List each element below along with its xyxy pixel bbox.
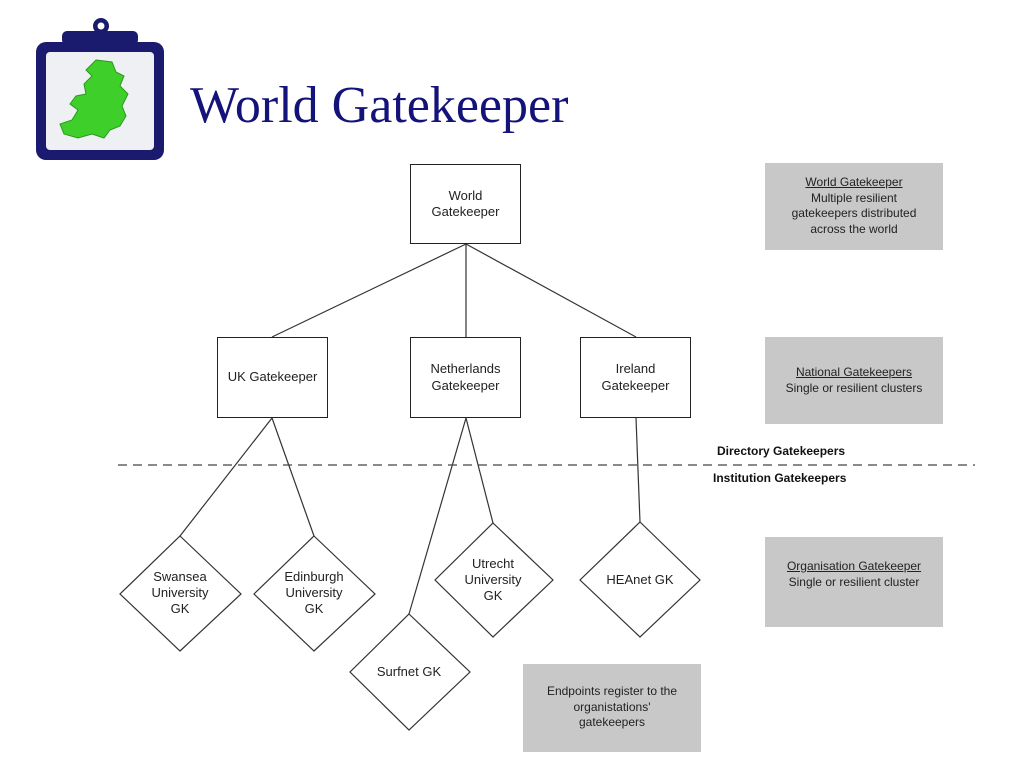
national-note-heading: National Gatekeepers (795, 365, 913, 379)
directory-gatekeepers-label: Directory Gatekeepers (717, 444, 846, 458)
edge-world-uk (271, 243, 467, 338)
heanet-label: HEAnet GK (606, 571, 674, 587)
uk-gatekeeper-label: UK Gatekeeper (227, 369, 318, 385)
edge-world-ireland (465, 243, 637, 338)
organisation-note-body: Single or resilient cluster (788, 574, 920, 589)
edge-uk-edinburgh (271, 417, 315, 537)
surfnet-diamond (349, 613, 471, 731)
edge-netherlands-utrecht (465, 417, 494, 524)
world-gatekeeper-node: World Gatekeeper (410, 164, 521, 244)
swansea-label: Swansea University GK (151, 568, 209, 617)
edge-ireland-heanet (635, 417, 641, 523)
national-gatekeepers-note: National Gatekeepers Single or resilient… (765, 337, 943, 424)
world-note-body: Multiple resilient gatekeepers distribut… (791, 190, 917, 236)
world-gatekeeper-label: World Gatekeeper (431, 187, 500, 219)
swansea-diamond (119, 535, 242, 652)
ireland-gatekeeper-node: Ireland Gatekeeper (580, 337, 691, 418)
edge-netherlands-surfnet (408, 417, 467, 615)
surfnet-label: Surfnet GK (376, 663, 442, 679)
world-note-heading: World Gatekeeper (805, 175, 903, 189)
edge-uk-swansea (179, 417, 273, 537)
ireland-gatekeeper-label: Ireland Gatekeeper (601, 361, 670, 393)
utrecht-diamond (434, 522, 554, 638)
endpoints-note-body: Endpoints register to the organistations… (546, 684, 678, 730)
national-note-body: Single or resilient clusters (785, 380, 923, 395)
edinburgh-diamond (253, 535, 376, 652)
netherlands-gatekeeper-node: Netherlands Gatekeeper (410, 337, 521, 418)
endpoints-note: Endpoints register to the organistations… (523, 664, 701, 752)
institution-gatekeepers-label: Institution Gatekeepers (713, 471, 847, 485)
edinburgh-label: Edinburgh University GK (284, 568, 344, 617)
clipboard-wales-map-icon (36, 18, 164, 160)
world-gatekeeper-note: World Gatekeeper Multiple resilient gate… (765, 163, 943, 250)
organisation-note-heading: Organisation Gatekeeper (786, 559, 922, 573)
heanet-diamond (579, 521, 701, 638)
utrecht-label: Utrecht University GK (464, 555, 522, 604)
page-title: World Gatekeeper (190, 77, 569, 134)
uk-gatekeeper-node: UK Gatekeeper (217, 337, 328, 418)
organisation-gatekeeper-note: Organisation Gatekeeper Single or resili… (765, 537, 943, 627)
netherlands-gatekeeper-label: Netherlands Gatekeeper (430, 361, 501, 393)
